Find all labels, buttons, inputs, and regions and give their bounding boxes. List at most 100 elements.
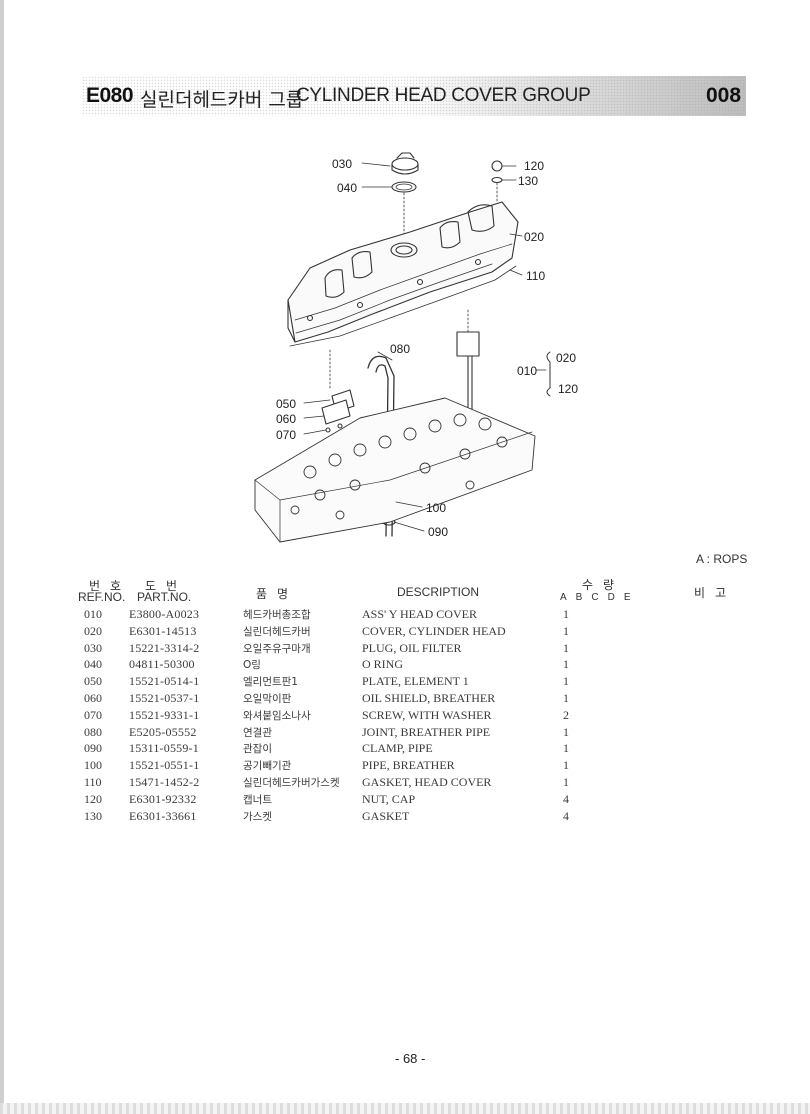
- table-row: 080 E5205-05552 연결관 JOINT, BREATHER PIPE…: [0, 725, 810, 742]
- part-description: PLUG, OIL FILTER: [362, 640, 462, 655]
- part-qty: 1: [563, 690, 569, 705]
- table-row: 110 15471-1452-2 실린더헤드카버가스켓 GASKET, HEAD…: [0, 775, 810, 792]
- ref-no: 080: [84, 724, 102, 739]
- gasket-small: [491, 176, 503, 184]
- oil-filler-plug: [391, 152, 419, 175]
- group-title-english: CYLINDER HEAD COVER GROUP: [296, 85, 591, 106]
- part-description: PIPE, BREATHER: [362, 758, 455, 773]
- table-row: 050 15521-0514-1 엘리먼트판1 PLATE, ELEMENT 1…: [0, 674, 810, 691]
- callout-080: 080: [390, 342, 411, 356]
- stud-assembly: [456, 309, 480, 413]
- part-qty: 1: [563, 640, 569, 655]
- table-row: 030 15221-3314-2 오일주유구마개 PLUG, OIL FILTE…: [0, 641, 810, 658]
- part-no: 15471-1452-2: [129, 774, 200, 789]
- part-qty: 1: [563, 741, 569, 756]
- header-description: DESCRIPTION: [397, 585, 480, 599]
- diagram-drawing: [254, 152, 551, 543]
- part-description: OIL SHIELD, BREATHER: [362, 690, 496, 705]
- parts-list: 010 E3800-A0023 헤드카버총조합 ASS' Y HEAD COVE…: [0, 607, 810, 825]
- part-description: PLATE, ELEMENT 1: [362, 674, 469, 689]
- header-qty-korean: 수량: [582, 578, 625, 592]
- table-row: 130 E6301-33661 가스켓 GASKET 4: [0, 809, 810, 826]
- part-qty: 1: [563, 607, 569, 621]
- callout-010: 010: [517, 364, 538, 378]
- table-row: 070 15521-9331-1 와셔붙임소나사 SCREW, WITH WAS…: [0, 708, 810, 725]
- part-no: E3800-A0023: [129, 607, 200, 621]
- callout-leaders: [303, 162, 551, 532]
- cylinder-head-cover: [287, 201, 519, 343]
- part-name-korean: 공기빼기관: [243, 760, 292, 773]
- table-row: 060 15521-0537-1 오일막이판 OIL SHIELD, BREAT…: [0, 691, 810, 708]
- callout-090: 090: [428, 525, 449, 539]
- part-qty: 4: [563, 808, 569, 823]
- head-cover-gasket: [289, 265, 517, 347]
- part-no: 15521-9331-1: [129, 707, 200, 722]
- header-part-no: PART.NO.: [137, 590, 192, 604]
- part-name-korean: 와셔붙임소나사: [243, 709, 311, 722]
- part-no: 15521-0514-1: [129, 674, 200, 689]
- group-title-korean: 실린더헤드카버 그룹: [140, 89, 304, 111]
- callout-070: 070: [276, 428, 297, 442]
- part-name-korean: 가스켓: [243, 810, 272, 823]
- table-row: 040 04811-50300 O링 O RING 1: [0, 657, 810, 674]
- part-qty: 1: [563, 774, 569, 789]
- table-row: 010 E3800-A0023 헤드카버총조합 ASS' Y HEAD COVE…: [0, 607, 810, 624]
- part-name-korean: 엘리먼트판1: [243, 676, 298, 689]
- callout-110: 110: [526, 269, 546, 283]
- part-description: NUT, CAP: [362, 791, 416, 806]
- ref-no: 130: [84, 808, 102, 823]
- ref-no: 070: [84, 707, 102, 722]
- part-description: O RING: [362, 657, 403, 672]
- ref-no: 050: [84, 674, 102, 689]
- ref-no: 030: [84, 640, 102, 655]
- header-ref-korean: 번호: [89, 579, 132, 593]
- cylinder-head-body: [254, 397, 536, 543]
- part-qty: 2: [563, 707, 569, 722]
- callout-060: 060: [276, 412, 297, 426]
- part-no: E6301-14513: [129, 623, 197, 638]
- rops-note: A : ROPS: [696, 552, 748, 566]
- callout-120: 120: [524, 159, 545, 173]
- callout-030: 030: [332, 157, 353, 171]
- part-description: CLAMP, PIPE: [362, 741, 433, 756]
- header-ref-no: REF.NO.: [78, 590, 126, 604]
- part-qty: 1: [563, 657, 569, 672]
- callout-130: 130: [518, 174, 539, 188]
- part-name-korean: 실린더헤드카버가스켓: [243, 776, 340, 789]
- ref-no: 090: [84, 741, 102, 756]
- part-description: GASKET, HEAD COVER: [362, 774, 492, 789]
- part-no: E6301-92332: [129, 791, 197, 806]
- part-name-korean: 오일주유구마개: [243, 642, 311, 655]
- part-description: ASS' Y HEAD COVER: [362, 607, 477, 621]
- qty-col-b: B: [575, 592, 583, 603]
- qty-col-c: C: [591, 592, 599, 603]
- header-name-korean: 품명: [256, 587, 299, 601]
- callout-050: 050: [276, 397, 297, 411]
- part-name-korean: 헤드카버총조합: [243, 609, 311, 621]
- part-description: COVER, CYLINDER HEAD: [362, 623, 506, 638]
- callout-020: 020: [524, 230, 545, 244]
- qty-col-a: A: [560, 592, 567, 603]
- qty-col-e: E: [623, 592, 631, 603]
- group-number: 008: [706, 84, 742, 107]
- cap-nut: [491, 160, 503, 172]
- ref-no: 110: [84, 774, 102, 789]
- table-row: 120 E6301-92332 캡너트 NUT, CAP 4: [0, 792, 810, 809]
- ref-no: 120: [84, 791, 102, 806]
- breather-element-plates: [321, 349, 355, 433]
- exploded-parts-diagram: 030 040 120 130 020 110 080 010 020 120 …: [240, 150, 610, 550]
- page-left-edge: [0, 0, 4, 1114]
- header-part-korean: 도번: [145, 579, 188, 593]
- page-number: - 68 -: [395, 1051, 426, 1066]
- part-no: 04811-50300: [129, 657, 195, 672]
- table-row: 100 15521-0551-1 공기빼기관 PIPE, BREATHER 1: [0, 758, 810, 775]
- part-name-korean: 관잡이: [243, 743, 272, 756]
- ref-no: 010: [84, 607, 102, 621]
- part-no: E5205-05552: [129, 724, 197, 739]
- part-name-korean: 연결관: [243, 726, 272, 739]
- ref-no: 060: [84, 690, 102, 705]
- table-row: 090 15311-0559-1 관잡이 CLAMP, PIPE 1: [0, 741, 810, 758]
- ref-no: 020: [84, 623, 102, 638]
- ref-no: 100: [84, 758, 102, 773]
- part-name-korean: 실린더헤드카버: [243, 625, 311, 638]
